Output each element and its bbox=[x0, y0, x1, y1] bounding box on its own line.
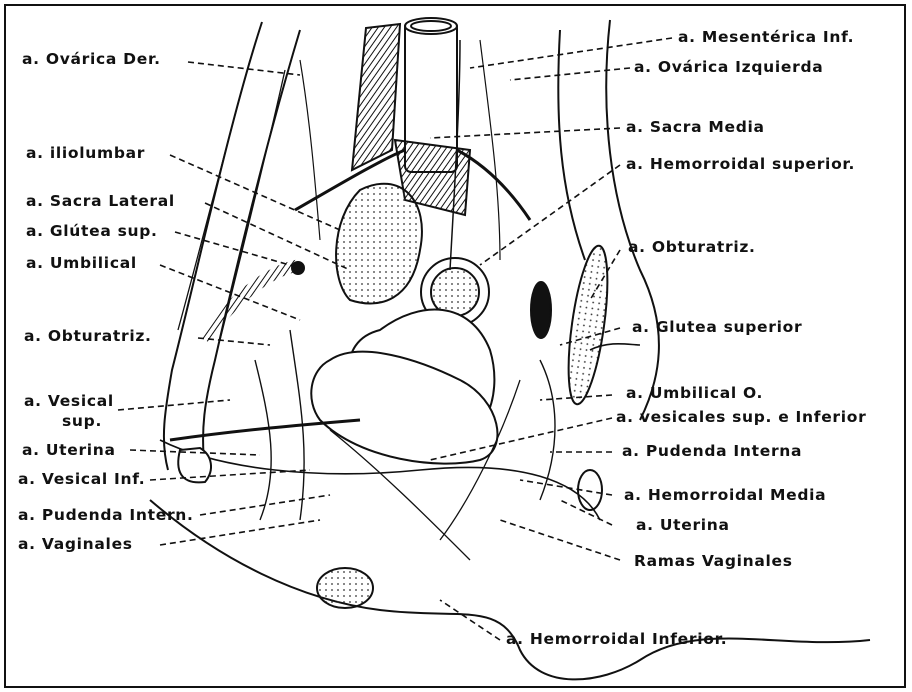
label-obturatriz-right: a. Obturatriz. bbox=[628, 238, 756, 256]
sacrum bbox=[336, 184, 422, 304]
right-pelvic-wall bbox=[606, 20, 659, 420]
label-ovarica-izquierda: a. Ovárica Izquierda bbox=[634, 58, 823, 76]
left-pelvic-wall bbox=[164, 22, 262, 470]
label-umbilical-left: a. Umbilical bbox=[26, 254, 137, 272]
label-iliolumbar: a. iliolumbar bbox=[26, 144, 145, 162]
label-vaginales: a. Vaginales bbox=[18, 535, 133, 553]
label-sacra-media: a. Sacra Media bbox=[626, 118, 765, 136]
label-ramas-vaginales: Ramas Vaginales bbox=[634, 552, 793, 570]
label-vesical-inf: a. Vesical Inf. bbox=[18, 470, 145, 488]
label-umbilical-o: a. Umbilical O. bbox=[626, 384, 763, 402]
label-uterina-left: a. Uterina bbox=[22, 441, 116, 459]
label-hemorroidal-inferior: a. Hemorroidal Inferior. bbox=[506, 630, 727, 648]
label-vesicales: a. vesicales sup. e Inferior bbox=[616, 408, 866, 426]
label-uterina-right: a. Uterina bbox=[636, 516, 730, 534]
label-hemorroidal-superior: a. Hemorroidal superior. bbox=[626, 155, 855, 173]
label-obturatriz-left: a. Obturatriz. bbox=[24, 327, 152, 345]
label-pudenda-intern-left: a. Pudenda Intern. bbox=[18, 506, 194, 524]
label-hemorroidal-media: a. Hemorroidal Media bbox=[624, 486, 826, 504]
label-glutea-superior-right: a. Glutea superior bbox=[632, 318, 802, 336]
label-sacra-lateral: a. Sacra Lateral bbox=[26, 192, 175, 210]
label-vesical-sup-line2: sup. bbox=[62, 412, 102, 430]
label-glutea-sup-left: a. Glútea sup. bbox=[26, 222, 158, 240]
label-ovarica-der: a. Ovárica Der. bbox=[22, 50, 161, 68]
label-mesenterica-inf: a. Mesentérica Inf. bbox=[678, 28, 854, 46]
label-vesical-sup-line1: a. Vesical bbox=[24, 392, 114, 410]
label-pudenda-interna-right: a. Pudenda Interna bbox=[622, 442, 802, 460]
